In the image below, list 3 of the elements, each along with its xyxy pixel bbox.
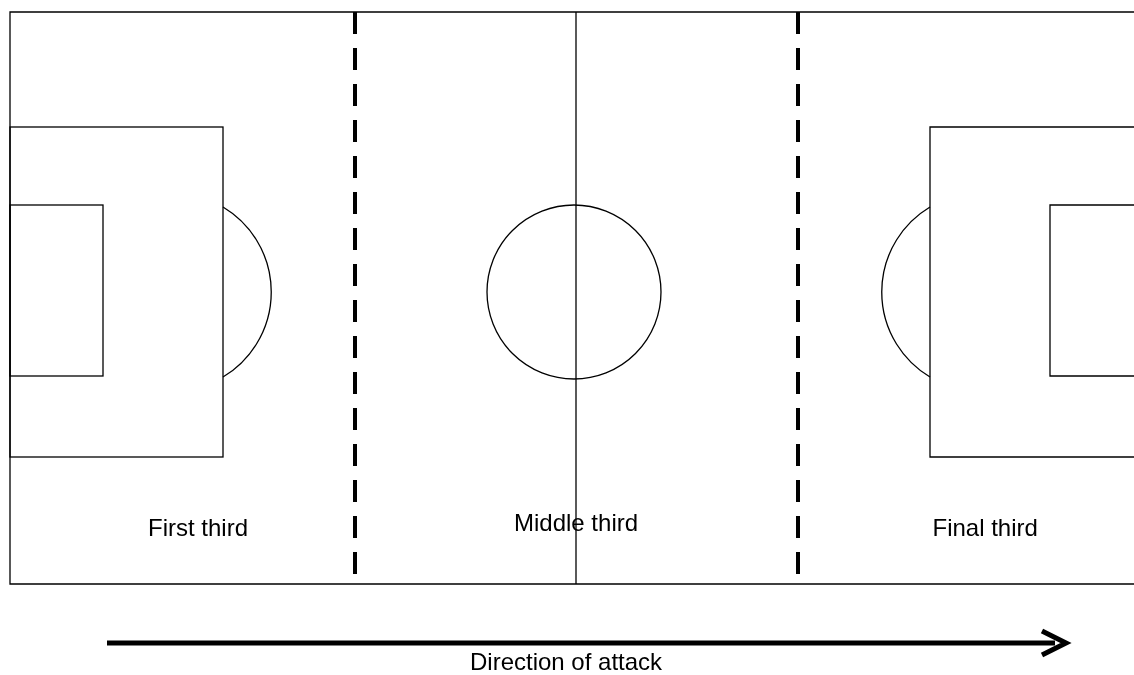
arrow-caption: Direction of attack: [470, 648, 663, 675]
zone-label: First third: [148, 514, 248, 542]
zone-label: Final third: [932, 514, 1038, 542]
